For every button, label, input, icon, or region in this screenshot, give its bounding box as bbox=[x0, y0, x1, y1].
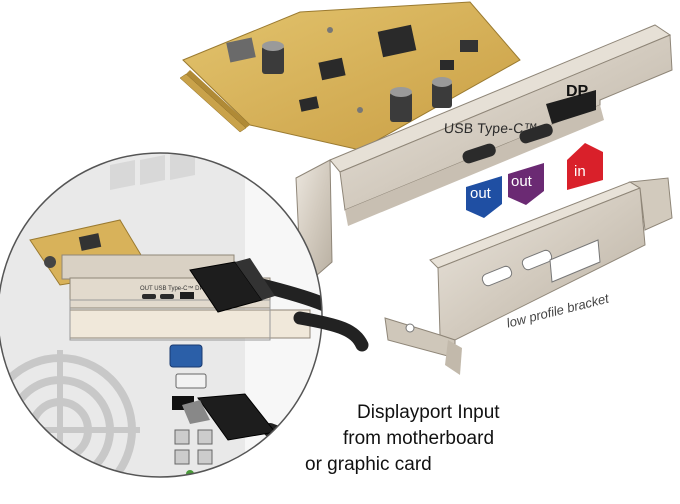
pc-case-inset: OUT USB Type-C™ DP bbox=[0, 153, 322, 477]
low-profile-bracket bbox=[384, 177, 673, 375]
displayport-cable-upper bbox=[189, 258, 322, 337]
badge-in: in bbox=[567, 143, 603, 190]
badge-out-1: out bbox=[466, 176, 502, 218]
badge-out-1-text: out bbox=[470, 185, 492, 202]
svg-text:OUT USB Type-C™ DP: OUT USB Type-C™ DP bbox=[140, 285, 203, 292]
dvi-port bbox=[175, 373, 207, 389]
caption-line-3: or graphic card bbox=[305, 454, 432, 475]
caption-line-2: from motherboard bbox=[343, 428, 495, 449]
caption: Displayport Input from motherboard or gr… bbox=[305, 400, 555, 478]
dp-label: DP bbox=[566, 83, 589, 100]
chip bbox=[377, 24, 417, 58]
capacitor bbox=[262, 41, 284, 74]
displayport-port bbox=[546, 90, 596, 124]
badge-out-2: out bbox=[508, 163, 544, 205]
badge-out-2-text: out bbox=[511, 173, 533, 190]
pcie-card bbox=[179, 1, 521, 151]
capacitor bbox=[432, 77, 452, 108]
caption-line-1: Displayport Input bbox=[357, 402, 500, 423]
usb-c-port-1 bbox=[462, 143, 496, 164]
cable-exit bbox=[293, 311, 369, 352]
vga-port bbox=[169, 344, 203, 368]
inset-circle-border bbox=[0, 152, 323, 478]
usb-c-port-2 bbox=[519, 123, 553, 144]
usb-type-c-label: USB Type-C™ bbox=[443, 120, 539, 136]
badge-in-text: in bbox=[574, 163, 586, 180]
capacitor bbox=[390, 87, 412, 122]
